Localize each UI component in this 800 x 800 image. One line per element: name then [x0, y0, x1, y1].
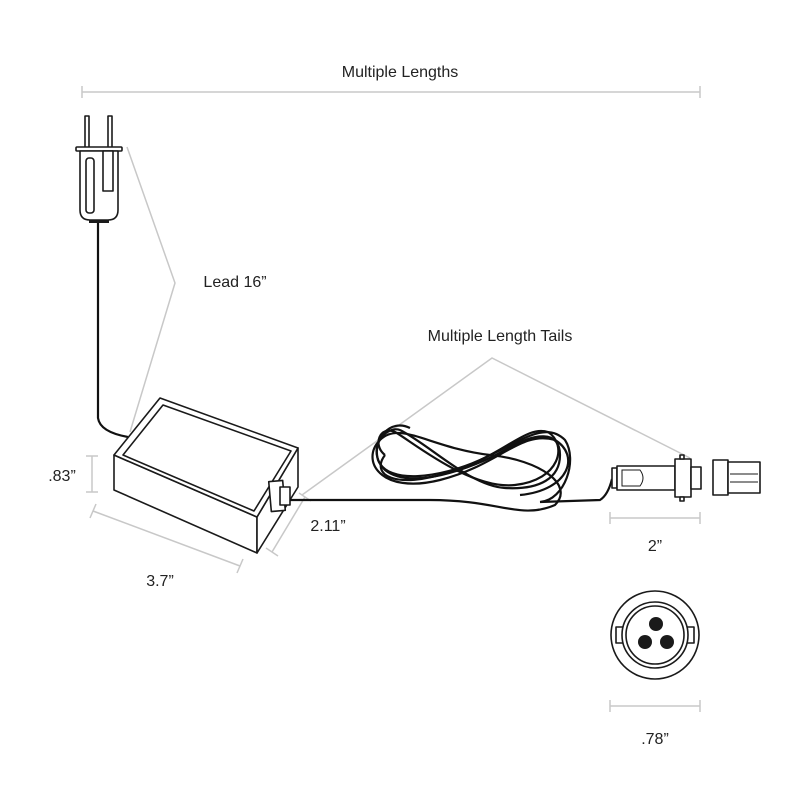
male-connector-icon	[611, 454, 702, 502]
connector-face-icon	[610, 590, 700, 680]
length-label: 3.7”	[146, 573, 174, 590]
female-cap-icon	[712, 459, 761, 496]
tails-leader-line	[301, 357, 691, 496]
overall-dimension-line	[81, 86, 701, 98]
lead-cable	[96, 223, 129, 439]
connector-length-label: 2”	[647, 538, 663, 555]
length-dimension-line	[89, 503, 244, 574]
height-dimension-line	[86, 455, 98, 493]
lead-length-label: Lead 16”	[203, 274, 267, 291]
plug-icon	[75, 115, 123, 223]
height-label: .83”	[48, 468, 76, 485]
width-label: 2.11”	[310, 518, 346, 535]
power-box-icon	[113, 397, 299, 554]
connector-diameter-label: .78”	[641, 731, 669, 748]
lead-leader-line	[126, 146, 176, 433]
tails-length-label: Multiple Length Tails	[427, 328, 573, 345]
connector-diameter-dimension-line	[609, 700, 701, 712]
connector-length-dimension-line	[609, 512, 701, 524]
overall-length-label: Multiple Lengths	[341, 64, 459, 81]
tail-cable-coil	[290, 424, 614, 512]
